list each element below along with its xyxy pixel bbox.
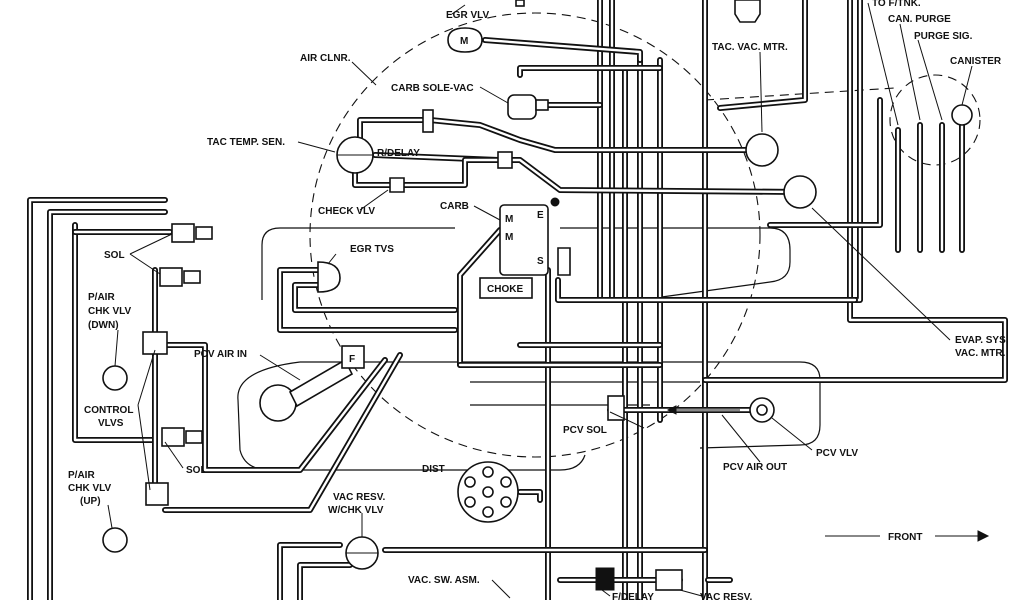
- label-check-vlv: CHECK VLV: [318, 206, 375, 217]
- vacuum-hoses: [27, 0, 1008, 600]
- label-p-air-chk-up-3: (UP): [80, 496, 101, 507]
- label-tac-vac-mtr: TAC. VAC. MTR.: [712, 42, 788, 53]
- vac-resv-bottom: [655, 569, 683, 591]
- label-air-clnr: AIR CLNR.: [300, 53, 351, 64]
- label-carb: CARB: [440, 201, 469, 212]
- p-air-chk-vlv-dwn: [102, 365, 128, 391]
- label-pcv-air-in: PCV AIR IN: [194, 349, 247, 360]
- label-vac-resv-chk-1: VAC RESV.: [333, 492, 385, 503]
- delay-valve: [497, 151, 513, 169]
- top-fitting: [734, 0, 761, 23]
- label-carb-s: S: [537, 256, 544, 267]
- pcv-f-box: [341, 345, 365, 369]
- label-to-f-tnk: TO F/TNK.: [872, 0, 921, 9]
- engine-outline: [237, 361, 821, 471]
- carb-sole-vac: [507, 94, 537, 120]
- label-vac-resv: VAC RESV.: [700, 592, 752, 600]
- label-carb-sole-vac: CARB SOLE-VAC: [391, 83, 474, 94]
- label-choke: CHOKE: [487, 284, 523, 295]
- egr-tvs: [317, 261, 341, 293]
- solenoid-mid: [159, 267, 183, 287]
- label-carb-m2: M: [505, 232, 513, 243]
- label-egr-m: M: [460, 36, 468, 47]
- label-carb-m1: M: [505, 214, 513, 225]
- pcv-air-in-filter: [288, 358, 354, 408]
- label-dist: DIST: [422, 464, 445, 475]
- carburetor: [499, 204, 549, 276]
- label-p-air-chk-dwn-1: P/AIR: [88, 292, 115, 303]
- engine-outline-2: [470, 381, 700, 406]
- carb-port: [550, 197, 560, 207]
- label-sol-bottom: SOL: [186, 465, 207, 476]
- f-delay: [595, 567, 615, 591]
- label-tac-temp-sen: TAC TEMP. SEN.: [207, 137, 285, 148]
- pcv-solenoid: [607, 395, 625, 421]
- label-egr-tvs: EGR TVS: [350, 244, 394, 255]
- air-cleaner-outline: [309, 12, 761, 458]
- r-delay-valve: [422, 109, 434, 133]
- evap-sys-vac-motor: [783, 175, 817, 209]
- carb-sole-vac-nipple: [535, 99, 549, 111]
- egr-valve-actuator: [447, 27, 483, 53]
- label-control-vlvs-2: VLVS: [98, 418, 124, 429]
- label-vac-resv-chk-2: W/CHK VLV: [328, 505, 384, 516]
- label-p-air-chk-dwn-2: CHK VLV: [88, 306, 131, 317]
- label-evap-1: EVAP. SYS.: [955, 335, 1009, 346]
- manifold-outline: [261, 227, 791, 301]
- label-can-purge: CAN. PURGE: [888, 14, 951, 25]
- label-p-air-chk-dwn-3: (DWN): [88, 320, 119, 331]
- carb-fitting: [557, 247, 571, 276]
- label-egr-vlv: EGR VLV: [446, 10, 489, 21]
- solenoid-top: [171, 223, 195, 243]
- solenoid-bottom: [161, 427, 185, 447]
- label-pcv-air-out: PCV AIR OUT: [723, 462, 787, 473]
- label-p-air-chk-up-1: P/AIR: [68, 470, 95, 481]
- p-air-chk-vlv-up: [102, 527, 128, 553]
- label-front: FRONT: [888, 532, 922, 543]
- label-sol-top: SOL: [104, 250, 125, 261]
- label-evap-2: VAC. MTR.: [955, 348, 1006, 359]
- choke: [479, 277, 533, 299]
- label-p-air-chk-up-2: CHK VLV: [68, 483, 111, 494]
- dashed-link: [704, 87, 896, 101]
- label-vac-sw-asm: VAC. SW. ASM.: [408, 575, 480, 586]
- label-r-delay: R/DELAY: [377, 148, 420, 159]
- leader-lines: [107, 2, 973, 599]
- check-valve: [389, 177, 405, 193]
- pcv-air-in-port: [259, 384, 297, 422]
- label-carb-e: E: [537, 210, 544, 221]
- label-pcv-f: F: [349, 354, 355, 365]
- label-pcv-vlv: PCV VLV: [816, 448, 858, 459]
- control-valve-bottom: [145, 482, 169, 506]
- egr-vlv-connector: [515, 0, 525, 7]
- tac-vac-motor: [745, 133, 779, 167]
- control-valve-top: [142, 331, 168, 355]
- canister: [951, 104, 973, 126]
- canister-outline: [889, 74, 981, 166]
- label-pcv-sol: PCV SOL: [563, 425, 607, 436]
- label-f-delay: F/DELAY: [612, 592, 654, 600]
- label-control-vlvs-1: CONTROL: [84, 405, 133, 416]
- label-canister: CANISTER: [950, 56, 1002, 67]
- label-purge-sig: PURGE SIG.: [914, 31, 973, 42]
